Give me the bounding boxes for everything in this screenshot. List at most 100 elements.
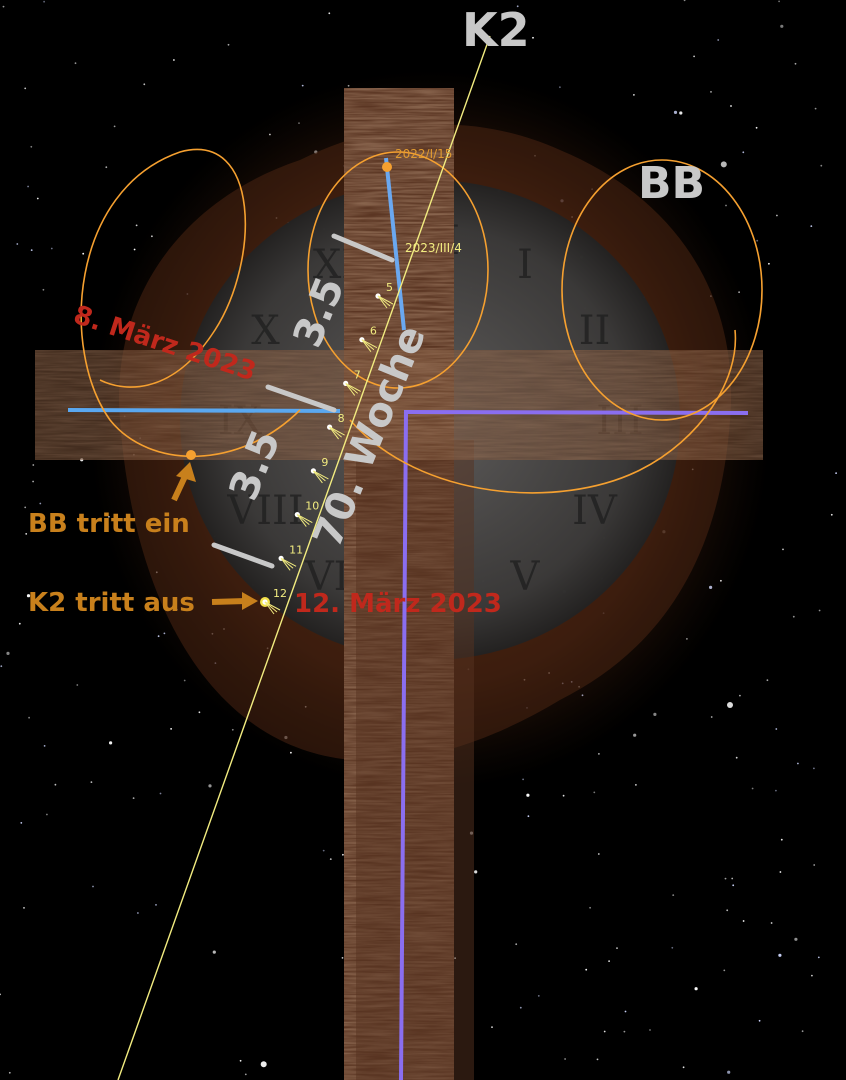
star (616, 947, 618, 949)
star (92, 885, 94, 888)
comet-tail-stroke (280, 557, 291, 571)
indicator-bar-1 (331, 233, 395, 263)
star (30, 145, 33, 148)
violet-line-vertical (399, 409, 408, 1080)
star (526, 793, 530, 797)
star (143, 83, 146, 86)
star (775, 728, 778, 730)
star (672, 894, 675, 896)
star (727, 702, 733, 708)
star (727, 1070, 731, 1074)
center-orbit (307, 151, 489, 389)
wooden-cross (35, 88, 763, 1080)
star (731, 877, 734, 880)
star (633, 733, 637, 737)
bb-orbit (561, 159, 763, 421)
star (830, 513, 833, 516)
k2-path (117, 35, 491, 1080)
star (132, 797, 135, 799)
star (301, 84, 304, 87)
star (26, 594, 31, 598)
star (780, 838, 783, 841)
bb-enter-marker (186, 450, 196, 460)
blue-line-horizontal (67, 408, 341, 413)
star (39, 502, 42, 505)
star (170, 728, 173, 730)
star (46, 813, 48, 816)
star (776, 214, 778, 217)
comet-tail-stroke (264, 601, 275, 615)
star (813, 767, 815, 770)
star (694, 987, 698, 991)
star (133, 248, 136, 251)
star (562, 794, 565, 797)
day-tick-label: 12 (273, 587, 287, 600)
star (113, 125, 116, 128)
comet-tail-stroke (313, 470, 326, 482)
star (342, 853, 344, 856)
star (231, 728, 234, 731)
star (25, 533, 28, 535)
star (635, 784, 637, 786)
star (730, 105, 732, 107)
star (24, 87, 27, 90)
comet-tail-stroke (264, 601, 281, 611)
comet-tail-stroke (264, 601, 278, 613)
star (74, 62, 77, 65)
star (679, 111, 683, 115)
star (820, 164, 823, 167)
star (780, 24, 784, 28)
star (817, 956, 820, 959)
day-tick-label: 5 (386, 281, 393, 294)
star (198, 711, 201, 714)
star (137, 912, 139, 914)
star (155, 904, 157, 906)
star (36, 197, 39, 200)
star (23, 907, 25, 909)
star (585, 968, 588, 971)
star (82, 252, 85, 255)
star (797, 762, 799, 765)
star (596, 1058, 599, 1061)
star (2, 5, 5, 8)
star (135, 224, 138, 227)
clock-numeral: IV (572, 488, 618, 534)
star (673, 110, 678, 114)
star (28, 716, 30, 719)
star (597, 853, 600, 855)
blue-line-vertical (384, 157, 406, 331)
star (813, 864, 816, 866)
star (322, 849, 325, 852)
clock-numeral: V (510, 554, 541, 600)
star (515, 943, 518, 946)
star (24, 506, 27, 509)
star (624, 1010, 627, 1013)
star (751, 787, 754, 790)
comet-tail-stroke (345, 383, 359, 394)
star (328, 12, 331, 15)
comet-tail-stroke (377, 295, 391, 307)
violet-line-horizontal (404, 410, 749, 415)
k2-exits-label: K2 tritt aus (28, 588, 195, 618)
star (782, 548, 784, 551)
comet-tail-stroke (345, 382, 361, 392)
star (50, 247, 53, 250)
star (593, 791, 596, 794)
star (208, 784, 212, 788)
indicator-bar-3 (211, 542, 275, 569)
date-start-label: 2022/I/15 (395, 147, 452, 161)
star (212, 950, 216, 954)
star (810, 225, 813, 228)
star (516, 5, 519, 8)
comet-tail-stroke (280, 557, 297, 567)
clock-numeral: X (251, 308, 280, 354)
comet-tail-stroke (377, 295, 388, 309)
star (183, 679, 186, 682)
star (768, 262, 770, 265)
star (766, 679, 769, 682)
day-tick-label: 10 (305, 500, 319, 513)
day-tick-label: 8 (338, 412, 345, 425)
star (90, 781, 93, 783)
